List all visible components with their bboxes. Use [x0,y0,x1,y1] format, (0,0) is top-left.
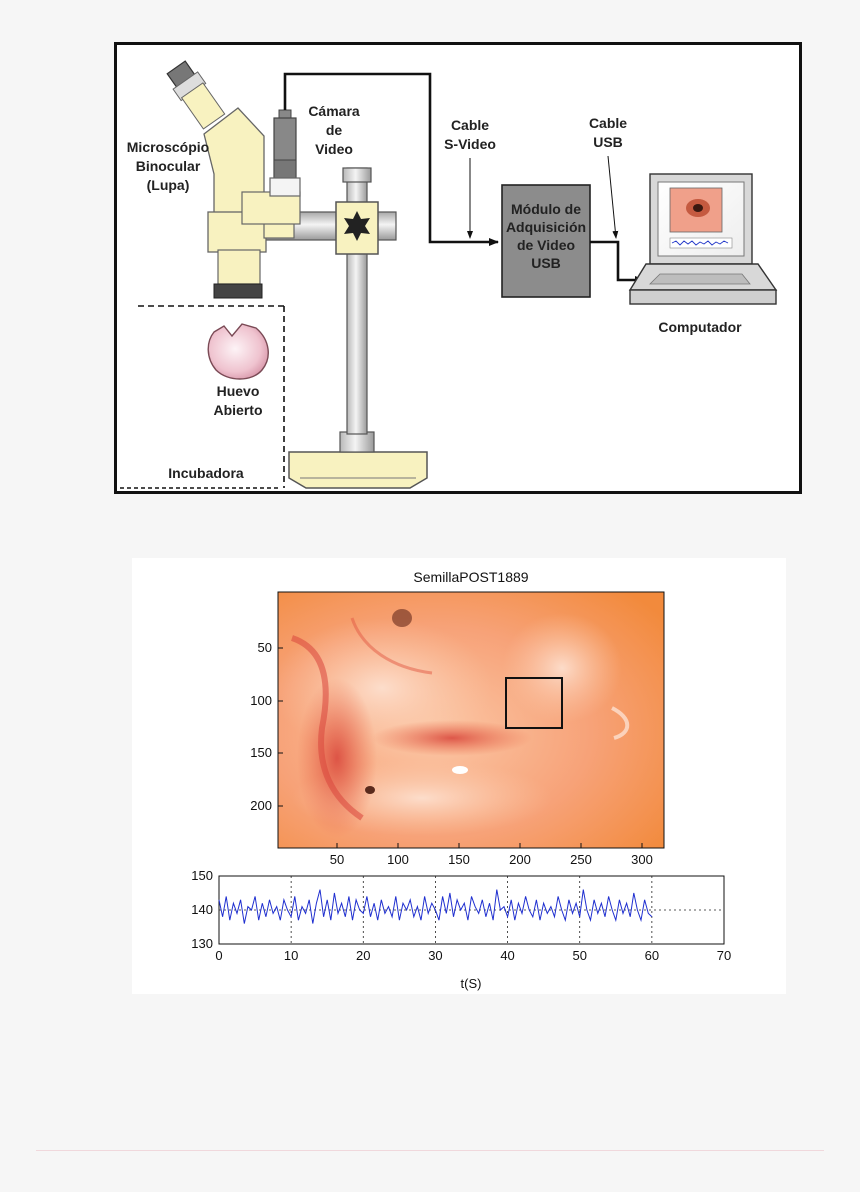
module-label-line-3: de Video [517,237,575,253]
clamp-knob-icon [344,211,370,241]
usb-cable-label-line-2: USB [593,134,623,150]
image-axes-frame [277,591,665,849]
incubator-outline [120,305,285,489]
image-ytick-100: 100 [250,693,272,708]
svideo-label: Cable S-Video [444,117,496,239]
signal-figure: SemillaPOST1889 50 100 150 200 50 [132,558,786,994]
video-camera [269,109,301,197]
microscope-label-line-3: (Lupa) [147,177,190,193]
svideo-label-line-2: S-Video [444,136,496,152]
egg-label: Huevo Abierto [214,383,263,418]
setup-diagram: Módulo de Adquisición de Video USB Micro… [114,42,802,494]
image-ytick-150: 150 [250,745,272,760]
image-y-axis: 50 100 150 200 [250,640,283,813]
y-tick-label: 150 [191,868,213,883]
camera-label: Cámara de Video [308,103,360,157]
image-xtick-50: 50 [330,852,344,867]
y-tick-label: 140 [191,902,213,917]
capture-module: Módulo de Adquisición de Video USB [501,184,591,298]
x-tick-label: 50 [572,948,586,963]
x-tick-label: 0 [215,948,222,963]
svideo-cable [283,72,499,246]
image-xtick-250: 250 [570,852,592,867]
footer-divider [36,1150,824,1151]
module-label-line-2: Adquisición [506,219,586,235]
image-x-axis: 50 100 150 200 250 300 [330,843,653,867]
image-xtick-300: 300 [631,852,653,867]
camera-label-line-2: de [326,122,343,138]
image-ytick-50: 50 [258,640,272,655]
microscope [166,60,301,299]
setup-diagram-svg: Módulo de Adquisición de Video USB Micro… [114,42,802,494]
x-tick-label: 20 [356,948,370,963]
opened-egg [207,323,269,380]
image-xtick-200: 200 [509,852,531,867]
computer [628,173,778,305]
usb-cable-label: Cable USB [589,115,627,239]
x-tick-label: 10 [284,948,298,963]
x-tick-label: 40 [500,948,514,963]
module-label-line-1: Módulo de [511,201,581,217]
microscope-label-line-1: Microscópio [127,139,209,155]
microscope-label: Microscópio Binocular (Lupa) [127,139,209,193]
usb-cable-label-line-1: Cable [589,115,627,131]
roi-rectangle [505,677,563,729]
egg-label-line-1: Huevo [217,383,260,399]
image-xtick-150: 150 [448,852,470,867]
svideo-label-line-1: Cable [451,117,489,133]
egg-label-line-2: Abierto [214,402,263,418]
x-tick-label: 70 [717,948,731,963]
computer-label: Computador [658,319,742,335]
x-tick-label: 30 [428,948,442,963]
module-label-line-4: USB [531,255,561,271]
usb-cable [590,240,645,284]
embryo-image [278,592,664,848]
y-tick-label: 130 [191,936,213,951]
camera-label-line-3: Video [315,141,353,157]
camera-label-line-1: Cámara [308,103,360,119]
signal-series-line [218,889,653,924]
figure-title: SemillaPOST1889 [413,569,528,585]
chart-xlabel: t(S) [461,976,482,991]
signal-figure-svg: SemillaPOST1889 50 100 150 200 50 [132,558,786,994]
signal-line-chart: 0 10 20 30 40 50 60 70 130 140 150 t(S) [191,868,731,991]
x-tick-label: 60 [645,948,659,963]
image-ytick-200: 200 [250,798,272,813]
microscope-label-line-2: Binocular [136,158,201,174]
incubator-label: Incubadora [168,465,244,481]
image-xtick-100: 100 [387,852,409,867]
